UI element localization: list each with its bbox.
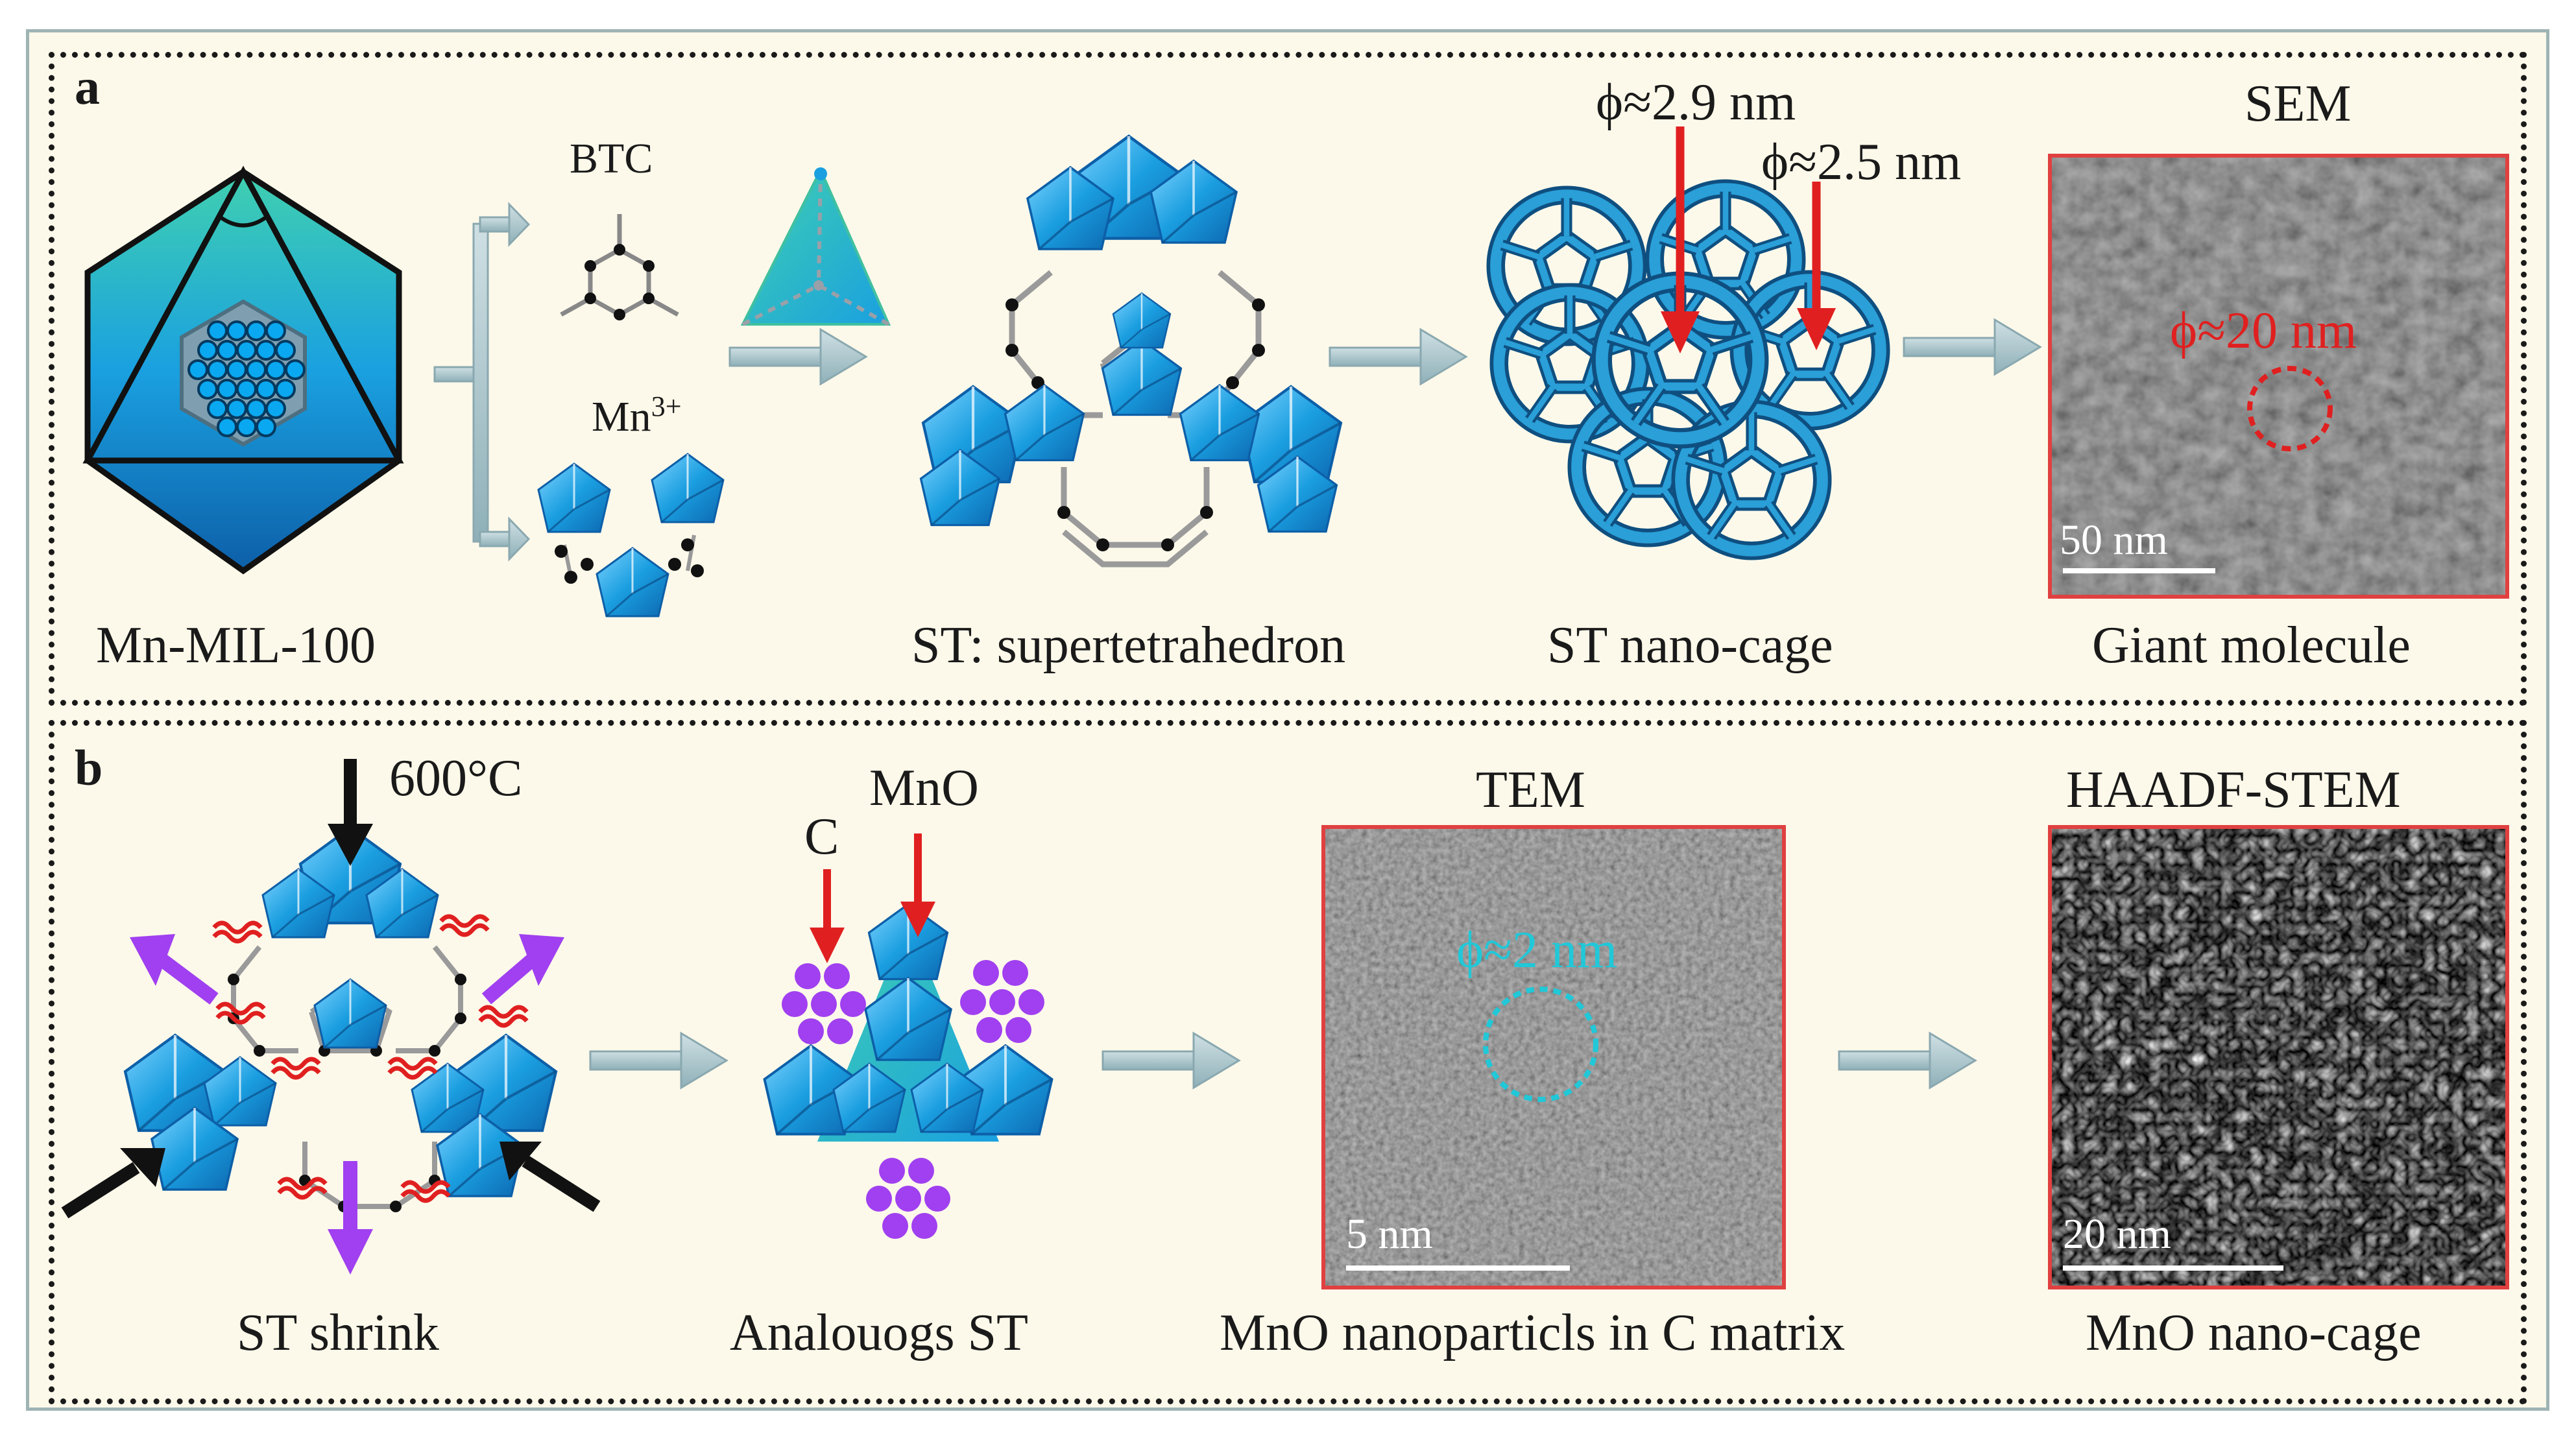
red-arrows-b xyxy=(810,833,935,963)
tem-image xyxy=(1321,825,1786,1289)
haadf-scale-label: 20 nm xyxy=(2063,1210,2171,1258)
tetrahedron-icon xyxy=(740,167,891,326)
mn-trimer xyxy=(537,453,725,617)
sem-scale-label: 50 nm xyxy=(2060,516,2168,564)
sem-title: SEM xyxy=(2245,75,2352,132)
phi-small-label: ϕ≈2.5 nm xyxy=(1761,134,1962,191)
mil100-label: Mn-MIL-100 xyxy=(96,617,376,674)
panel-a-letter: a xyxy=(75,58,100,115)
st-shrink-label: ST shrink xyxy=(237,1304,439,1361)
red-arrows-a xyxy=(1661,126,1836,354)
nanocage-label: ST nano-cage xyxy=(1547,617,1833,674)
st-shrink xyxy=(125,828,556,1212)
sem-phi-label: ϕ≈20 nm xyxy=(2170,302,2357,359)
nanocage-cluster xyxy=(1496,189,1881,551)
analogous-st xyxy=(763,903,1053,1239)
haadf-caption: MnO nano-cage xyxy=(2086,1304,2422,1361)
mil100-octahedron xyxy=(82,165,404,575)
shrink-arrows xyxy=(61,759,601,1275)
panel-b-border xyxy=(49,720,2527,1404)
carbon-label: C xyxy=(804,808,839,865)
btc-molecule xyxy=(560,214,679,320)
giant-molecule-label: Giant molecule xyxy=(2092,617,2411,674)
btc-label: BTC xyxy=(570,135,653,182)
haadf-title: HAADF-STEM xyxy=(2066,761,2401,819)
fork-arrow xyxy=(433,202,531,562)
tem-title: TEM xyxy=(1476,761,1585,819)
analogous-st-label: Analouogs ST xyxy=(730,1304,1028,1361)
mn-ion-label: Mn3+ xyxy=(592,390,682,440)
panel-a-border xyxy=(49,52,2527,706)
sem-image xyxy=(2048,154,2509,599)
tem-caption: MnO nanoparticls in C matrix xyxy=(1220,1304,1846,1361)
phi-large-label: ϕ≈2.9 nm xyxy=(1596,74,1796,131)
tem-scale-label: 5 nm xyxy=(1346,1210,1433,1258)
supertetrahedron-label: ST: supertetrahedron xyxy=(911,617,1346,674)
tem-phi-label: ϕ≈2 nm xyxy=(1456,922,1618,979)
temperature-label: 600°C xyxy=(389,750,523,807)
haadf-image xyxy=(2048,825,2509,1289)
supertetrahedron xyxy=(919,136,1342,568)
panel-b-letter: b xyxy=(75,739,103,796)
mno-label: MnO xyxy=(869,760,979,817)
